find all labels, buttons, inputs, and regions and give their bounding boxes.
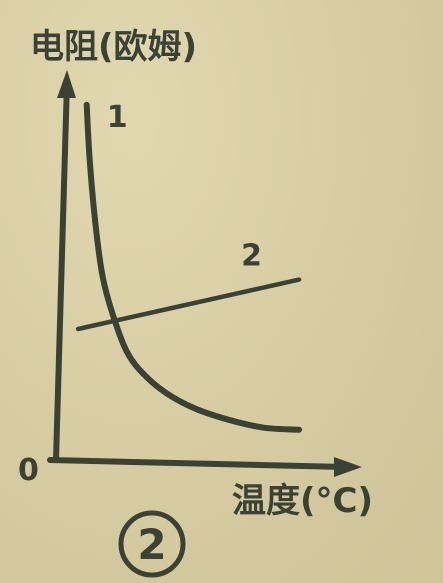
origin-label: 0	[18, 453, 39, 488]
series-label-1: 1	[107, 100, 128, 135]
x-axis-arrow	[334, 457, 362, 477]
figure-number-label: 2	[137, 520, 166, 569]
figure-number-circle	[118, 510, 186, 578]
y-axis-label: 电阻(欧姆)	[30, 27, 197, 67]
y-axis-line	[53, 79, 70, 463]
series-line-2	[75, 277, 302, 332]
figure-number-badge: 2	[118, 510, 186, 578]
series-layer: 12	[75, 100, 303, 433]
x-axis-label: 温度(°C)	[232, 481, 373, 521]
series-line-1	[83, 101, 303, 433]
series-label-2: 2	[241, 239, 262, 274]
x-axis-line	[47, 457, 348, 470]
axes	[47, 70, 362, 477]
y-axis-arrow	[57, 70, 76, 98]
